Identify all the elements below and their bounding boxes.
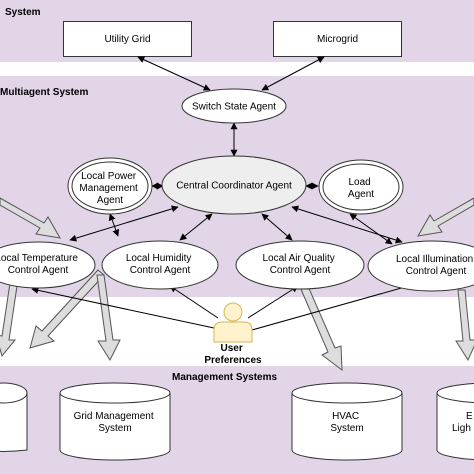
local-power-management-agent-line-1: Local Power (81, 171, 137, 182)
wide-arrows (0, 197, 474, 372)
load-agent-node[interactable]: Load Agent (318, 159, 404, 215)
local-temperature-line-2: Control Agent (8, 265, 69, 276)
local-illumination-control-agent-node[interactable]: Local Illumination Control Agent (367, 240, 474, 292)
wide-arrow-humidity-down (96, 274, 121, 362)
arrow-utility-to-switch (137, 56, 211, 91)
local-humidity-control-agent-node[interactable]: Local Humidity Control Agent (101, 240, 219, 290)
local-air-quality-control-agent-node[interactable]: Local Air Quality Control Agent (235, 240, 365, 290)
utility-grid-label: Utility Grid (104, 33, 151, 45)
arrow-user-to-airquality (247, 285, 299, 319)
wide-arrow-right-top (417, 197, 474, 237)
utility-grid-node[interactable]: Utility Grid (63, 21, 192, 57)
arrow-central-to-temperature (69, 205, 179, 242)
user-preferences-line-2: Preferences (204, 355, 262, 366)
lighting-system-node[interactable]: E Ligh (436, 383, 474, 460)
grid-management-system-line-2: System (98, 423, 131, 434)
hvac-system-line-1: HVAC (332, 411, 359, 422)
local-air-quality-line-2: Control Agent (270, 265, 331, 276)
local-humidity-line-1: Local Humidity (126, 253, 192, 264)
wide-arrow-temperature-down (0, 282, 18, 358)
svg-text:Grid Management System: Grid Management System (74, 411, 157, 434)
local-illumination-line-1: Local Illumination (396, 254, 473, 265)
power-system-label: System (5, 7, 41, 18)
local-temperature-control-agent-node[interactable]: Local Temperature Control Agent (0, 241, 96, 289)
svg-text:Local Illumination Contr: Local Illumination Control Agent (396, 254, 474, 277)
user-icon (213, 302, 253, 343)
svg-text:HVAC System: HVAC System (330, 411, 363, 434)
local-humidity-line-2: Control Agent (130, 265, 191, 276)
arrow-power-to-humidity (108, 213, 120, 237)
local-air-quality-line-1: Local Air Quality (262, 253, 334, 264)
central-coordinator-agent-label: Central Coordinator Agent (176, 181, 292, 192)
local-temperature-line-1: Local Temperature (0, 253, 78, 264)
arrow-microgrid-to-switch (261, 56, 325, 91)
arrow-user-to-illumination (251, 283, 413, 331)
user-preferences-line-1: User (220, 343, 242, 354)
management-systems-label: Management Systems (172, 372, 278, 383)
wide-arrow-airquality-to-hvac (296, 276, 343, 372)
local-power-management-agent-line-2: Management (79, 183, 138, 194)
microgrid-node[interactable]: Microgrid (273, 21, 402, 57)
grid-management-system-node[interactable]: Grid Management System (59, 382, 171, 461)
hvac-system-node[interactable]: HVAC System (291, 382, 403, 461)
user-preferences-label: User Preferences (204, 343, 262, 366)
wide-arrow-left-top (0, 197, 61, 239)
multiagent-system-label: Multiagent System (0, 87, 89, 98)
arrow-user-to-humidity (169, 285, 219, 319)
local-power-management-agent-node[interactable]: Local Power Management Agent (67, 157, 153, 215)
svg-text:Local Air Quality Contro: Local Air Quality Control Agent (262, 253, 337, 276)
wide-arrow-illumination-down (455, 289, 474, 362)
arrow-central-to-airquality (261, 213, 293, 241)
grid-management-system-line-1: Grid Management (74, 411, 154, 422)
lighting-system-line-2: Ligh (452, 423, 471, 434)
central-coordinator-agent-node[interactable]: Central Coordinator Agent (161, 155, 307, 215)
connectors (31, 56, 413, 331)
svg-text:Local Power Management: Local Power Management Agent (79, 171, 140, 206)
arrow-user-to-temperature (31, 286, 215, 329)
svg-text:Local Humidity Control A: Local Humidity Control Agent (126, 253, 194, 276)
local-power-management-agent-line-3: Agent (97, 195, 123, 206)
arrow-load-to-illumination (349, 213, 393, 245)
hvac-system-line-2: System (330, 423, 363, 434)
lighting-system-line-1: E (466, 411, 473, 422)
wide-arrow-humidity-to-left (29, 269, 105, 349)
local-illumination-line-2: Control Agent (406, 266, 467, 277)
load-agent-line-1: Load (348, 177, 370, 188)
switch-state-agent-label: Switch State Agent (192, 102, 276, 113)
arrow-central-to-humidity (179, 213, 213, 241)
load-agent-line-2: Agent (348, 189, 374, 200)
left-cylinder-node[interactable] (0, 382, 28, 452)
svg-text:E Ligh: E Ligh (452, 411, 474, 434)
switch-state-agent-node[interactable]: Switch State Agent (181, 88, 287, 124)
svg-text:Load Agent: Load Agent (348, 177, 374, 200)
svg-text:Local Temperature Contro: Local Temperature Control Agent (0, 253, 81, 276)
microgrid-label: Microgrid (316, 33, 359, 45)
